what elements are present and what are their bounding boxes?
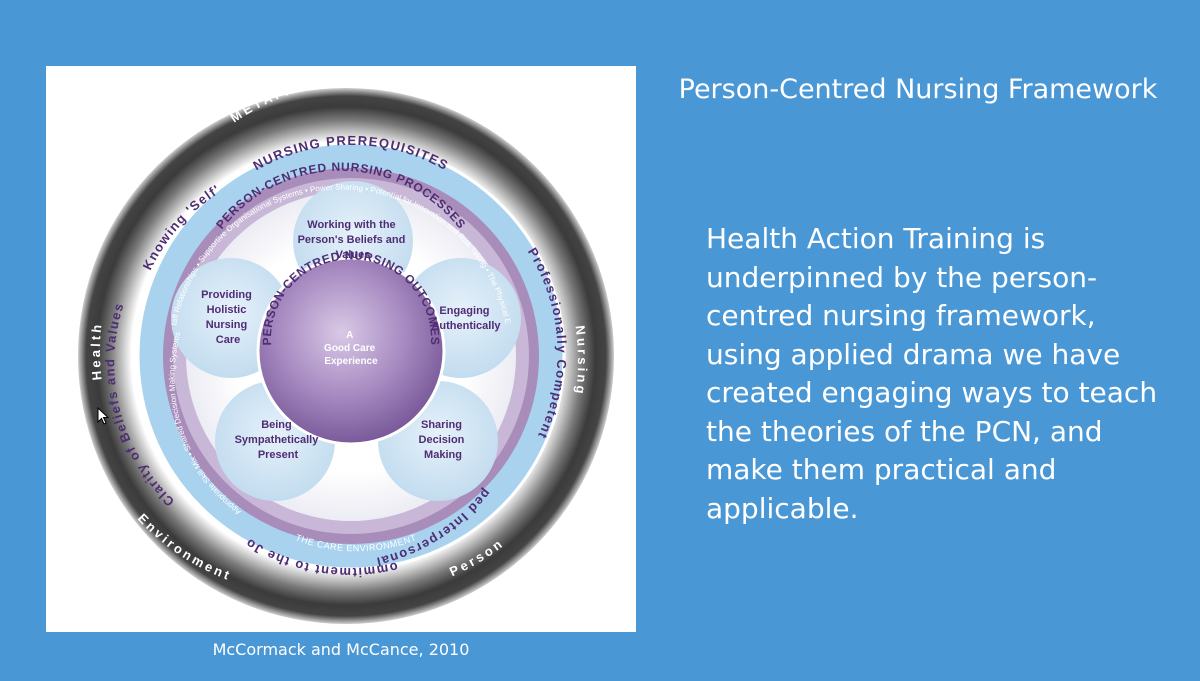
mouse-cursor-icon [97,407,109,425]
petal-label: Working with the Person's Beliefs and Va… [298,219,409,261]
petal-label: Engaging Authentically [431,305,501,332]
petal-label: Being Sympathetically Present [235,419,322,461]
center-text: A Good Care Experience [324,330,378,367]
petal-label: Providing Holistic Nursing Care [201,289,255,346]
figure-citation: McCormack and McCance, 2010 [212,640,470,659]
slide-title: Person-Centred Nursing Framework [678,74,1158,105]
person-centred-nursing-diagram: Working with the Person's Beliefs and Va… [46,66,614,624]
outcomes-circle [256,256,446,446]
slide-body-text: Health Action Training is underpinned by… [706,222,1158,525]
petal-label: Sharing Decision Making [419,419,468,461]
framework-figure: Working with the Person's Beliefs and Va… [46,66,636,632]
metaparadigm-health: Health [88,321,105,381]
metaparadigm-nursing: Nursing [573,325,591,398]
